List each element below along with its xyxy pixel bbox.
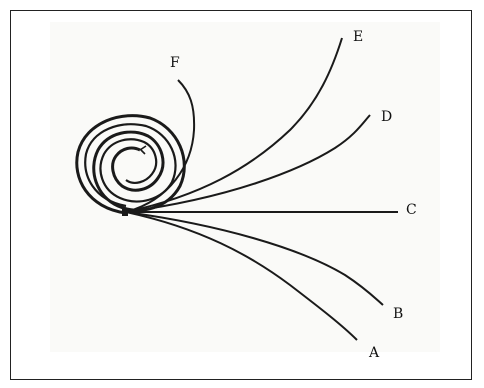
spiral-inner bbox=[84, 123, 177, 208]
curve-f bbox=[125, 79, 196, 213]
label-e: E bbox=[353, 29, 364, 45]
spiral-tip-mark bbox=[139, 145, 147, 155]
curve-e bbox=[125, 37, 343, 213]
curve-b bbox=[125, 211, 384, 306]
spiral-outer bbox=[75, 114, 186, 215]
origin-point bbox=[122, 208, 128, 216]
label-d: D bbox=[381, 109, 393, 125]
curve-d bbox=[125, 114, 371, 213]
label-c: C bbox=[406, 202, 417, 218]
curve-a bbox=[125, 211, 358, 341]
label-f: F bbox=[170, 55, 180, 71]
label-a: A bbox=[369, 345, 380, 361]
label-b: B bbox=[393, 306, 404, 322]
